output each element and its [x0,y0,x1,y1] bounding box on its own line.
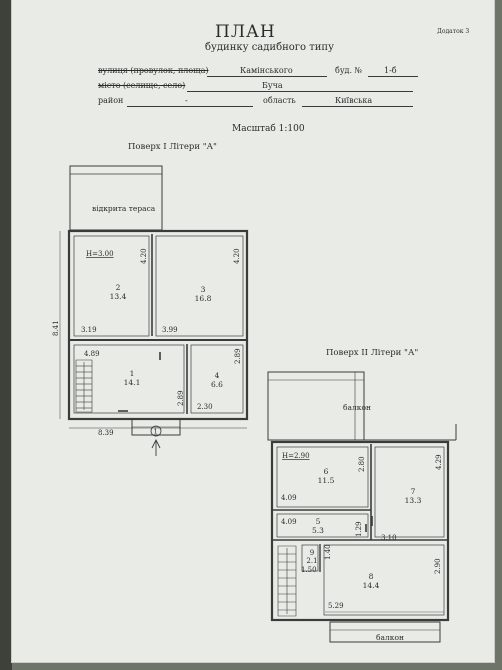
room-7-area: 13.3 [405,496,422,505]
city-line [187,91,413,92]
region-line [302,106,413,107]
entrance-number: 1 [154,428,158,436]
dim-290: 2.90 [434,558,442,574]
dim-289-right: 2.89 [234,348,242,364]
district-value: - [185,96,188,105]
room-3-area: 16.8 [195,294,212,303]
room-5-outline [276,513,369,538]
street-line [207,76,327,77]
dim-529: 5.29 [328,602,344,610]
entrance-arrow-head [151,438,161,449]
scale-label: Масштаб 1:100 [232,124,305,134]
district-line [127,106,253,107]
floor1-outer-wall [67,229,249,421]
entrance-marker [150,425,162,437]
document-sheet [12,0,494,662]
room-5-number: 5 [316,517,321,526]
dim-420-left: 4.20 [140,248,148,264]
room-4-number: 4 [215,371,220,380]
balcony-top-outline [267,371,365,441]
room-2-outline [73,235,150,337]
dim-839: 8.39 [98,429,114,437]
room-1-number: 1 [130,369,135,378]
dim-841: 8.41 [52,320,60,336]
room-2-number: 2 [116,283,121,292]
dim-429: 4.29 [435,454,443,470]
floor2-title: Поверх ІІ Літери "А" [326,348,419,358]
dim-140: 1.40 [324,544,332,560]
dim-289-left: 2.89 [177,390,185,406]
dim-319: 3.19 [81,326,97,334]
floor1-title: Поверх І Літери "А" [128,142,217,152]
district-label: район [98,96,124,105]
room-6-area: 11.5 [318,476,335,485]
dim-409-top: 4.09 [281,494,297,502]
background-edge [0,0,12,670]
region-label: область [263,96,296,105]
room-1-area: 14.1 [124,378,141,387]
dim-489: 4.89 [84,350,100,358]
dim-409-bottom: 4.09 [281,518,297,526]
room-8-area: 14.4 [363,581,380,590]
floor1-height: H=3.00 [86,250,114,258]
city-value: Буча [262,81,283,90]
dim-420-right: 4.20 [233,248,241,264]
house-label: буд. № [335,66,363,75]
room-7-outline [374,446,445,538]
dim-129: 1.29 [355,521,363,537]
balcony-bottom-outline [329,621,441,643]
terrace-outline [69,165,163,231]
dim-310: 3.10 [381,534,397,542]
room-4-area: 6.6 [211,380,223,389]
dim-280: 2.80 [358,456,366,472]
dim-399: 3.99 [162,326,178,334]
floor2-stairs [277,545,297,617]
room-3-number: 3 [201,285,206,294]
house-line [368,76,418,77]
terrace-label: відкрита тераса [92,204,156,213]
room-9-number: 9 [310,549,314,557]
room-3-outline [155,235,244,337]
floor2-height: H=2.90 [282,452,310,460]
room-8-number: 8 [369,572,374,581]
street-label: вулиця (провулок, площа) [98,66,209,75]
room-2-area: 13.4 [110,292,127,301]
document-subtitle: будинку садибного типу [205,42,334,53]
floor1-stairs [75,359,93,413]
room-6-number: 6 [324,467,329,476]
dim-230: 2.30 [197,403,213,411]
annex-label: Додаток 3 [437,28,470,35]
room-5-area: 5.3 [312,526,324,535]
balcony-top-label: балкон [343,403,371,412]
room-6-outline [276,446,369,508]
room-8-outline [323,544,445,616]
street-value: Камінського [240,66,293,75]
house-value: 1-б [384,66,397,75]
balcony-bottom-label: балкон [376,633,404,642]
room-1-outline [73,344,185,414]
document-title: ПЛАН [215,22,276,42]
room-9-outline [301,544,319,572]
room-4-outline [190,344,244,414]
floor2-outer-wall [270,440,450,622]
room-7-number: 7 [411,487,416,496]
city-label: місто (селище, село) [98,81,186,90]
region-value: Київська [335,96,373,105]
dim-150: 1.50 [301,566,317,574]
room-9-area: 2.1 [306,557,317,565]
